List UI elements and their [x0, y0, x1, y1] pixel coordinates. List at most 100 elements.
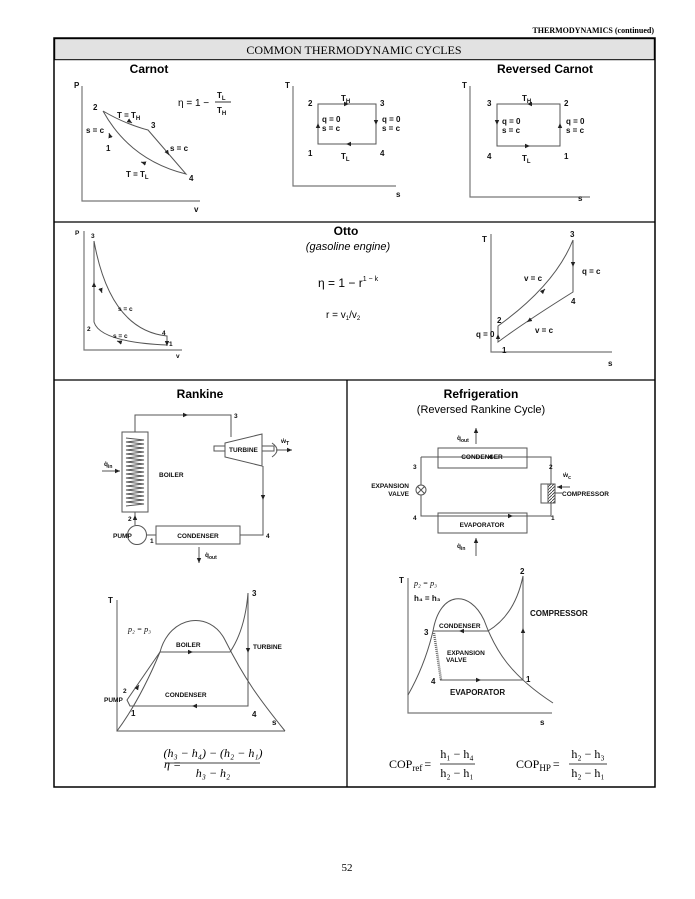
label-tl: TL: [522, 154, 531, 165]
condenser-label: CONDENSER: [165, 692, 207, 699]
refrigeration-ts-diagram: T s 2 1 3 4 p₂ = p₃ h₄ = h₃ CONDENSER EX…: [399, 567, 588, 727]
enthalpy-label: h₄ = h₃: [414, 594, 441, 603]
valve-label: VALVE: [388, 491, 409, 498]
label-v-c: v = c: [535, 326, 554, 335]
label-th: TH: [522, 94, 531, 105]
axes: [469, 86, 590, 198]
point-2: 2: [93, 103, 98, 112]
pump: [127, 525, 147, 545]
label-q0: q = 0: [566, 117, 585, 126]
carnot-section: Carnot P v 2 3 1 4 T = TH s = c s = c T …: [74, 62, 593, 214]
expansion-throttle: [432, 632, 443, 681]
boiler: [121, 431, 149, 513]
point-3: 3: [234, 413, 238, 420]
point-1: 1: [551, 515, 555, 522]
compressor-label: COMPRESSOR: [530, 609, 588, 618]
point-2: 2: [87, 326, 91, 333]
cycle-path: [433, 575, 524, 681]
label-q-out: q̇out: [457, 435, 469, 444]
point-3: 3: [413, 464, 417, 471]
point-4: 4: [252, 710, 257, 719]
axes: [81, 86, 200, 202]
point-4: 4: [571, 297, 576, 306]
point-4: 4: [431, 677, 436, 686]
point-2: 2: [308, 99, 313, 108]
formula-den: TH: [217, 106, 226, 117]
point-2: 2: [497, 316, 502, 325]
point-1: 1: [169, 341, 173, 348]
axis-label-v: v: [176, 353, 180, 360]
label-sc: s = c: [566, 126, 585, 135]
condenser-label: CONDENSER: [461, 454, 503, 461]
evaporator-label: EVAPORATOR: [460, 522, 505, 529]
boiler-label: BOILER: [176, 642, 201, 649]
otto-compression-ratio: r = v1/v2: [326, 310, 361, 322]
point-4: 4: [162, 330, 166, 337]
label-s-c: s = c: [118, 306, 133, 313]
axis-label-s: s: [272, 718, 277, 727]
label-q0: q = 0: [322, 115, 341, 124]
otto-efficiency: η = 1 − r1 − k: [318, 276, 379, 290]
pump-label: PUMP: [113, 533, 132, 540]
turbine-label: TURBINE: [253, 644, 283, 651]
refrigeration-schematic: CONDENSER EVAPORATOR EXPANSION VALVE COM…: [371, 428, 609, 556]
formula-num: h₁ − h₄: [440, 747, 473, 761]
axis-label-p: P: [75, 230, 80, 237]
label-sc: s = c: [502, 126, 521, 135]
label-sc: s = c: [382, 124, 401, 133]
axes: [116, 600, 285, 732]
saturation-dome: [116, 620, 286, 732]
expansion-label: EXPANSION: [371, 483, 409, 490]
cop-refrigeration-formula: COPref= h₁ − h₄ h₂ − h₁: [389, 747, 475, 780]
condenser: [437, 447, 528, 469]
point-3: 3: [380, 99, 385, 108]
label-w-t: ẇT: [280, 438, 289, 447]
label-s-c: s = c: [86, 126, 105, 135]
formula-lhs: COPref=: [389, 757, 431, 773]
pipe: [134, 414, 232, 437]
axis-label-t: T: [462, 81, 467, 90]
axis-label-v: v: [194, 205, 199, 214]
axis-label-t: T: [108, 596, 113, 605]
expansion-label: EXPANSION: [447, 650, 485, 657]
cycle-path: [93, 240, 168, 346]
rankine-ts-diagram: T s 3 4 1 2 PUMP p₂ = p₃ BOILER TURBINE …: [104, 589, 286, 732]
otto-pv-diagram: P v 3 2 4 1 s = c s = c: [75, 230, 182, 360]
point-4: 4: [266, 533, 270, 540]
otto-title: Otto: [334, 224, 359, 238]
condenser-label: CONDENSER: [177, 533, 219, 540]
expansion-valve: [415, 484, 427, 496]
compressor-label: COMPRESSOR: [562, 491, 609, 498]
point-4: 4: [380, 149, 385, 158]
point-2: 2: [123, 688, 127, 695]
label-q0: q = 0: [476, 330, 495, 339]
point-3: 3: [151, 121, 156, 130]
formula-den: h₂ − h₁: [571, 766, 604, 780]
pipe: [240, 466, 264, 536]
formula-lhs: η = 1 −: [178, 98, 209, 109]
point-3: 3: [487, 99, 492, 108]
rankine-section: Rankine TURBINE ẇT CONDENSER PUMP BOILER: [102, 387, 292, 780]
refrigeration-title: Refrigeration: [444, 387, 519, 401]
formula-num: (h₃ − h₄) − (h₂ − h₁): [164, 746, 263, 760]
point-1: 1: [564, 152, 569, 161]
point-1: 1: [502, 346, 507, 355]
point-4: 4: [413, 515, 417, 522]
label-t-high: T = TH: [117, 111, 140, 122]
valve-label: VALVE: [446, 657, 467, 664]
label-q-in: q̇in: [104, 461, 112, 470]
cop-heat-pump-formula: COPHP= h₂ − h₃ h₂ − h₁: [516, 747, 607, 780]
point-1: 1: [131, 709, 136, 718]
axis-label-s: s: [578, 194, 583, 203]
point-1: 1: [526, 675, 531, 684]
axes: [407, 578, 552, 714]
label-v-c: v = c: [524, 274, 543, 283]
point-2: 2: [520, 567, 525, 576]
axes: [292, 86, 396, 187]
section-title: COMMON THERMODYNAMIC CYCLES: [246, 43, 461, 57]
pump-label: PUMP: [104, 697, 123, 704]
carnot-pv-diagram: P v 2 3 1 4 T = TH s = c s = c T = TL: [74, 81, 200, 214]
axes: [83, 231, 182, 351]
boiler-coil: [125, 437, 145, 507]
point-3: 3: [91, 233, 95, 240]
